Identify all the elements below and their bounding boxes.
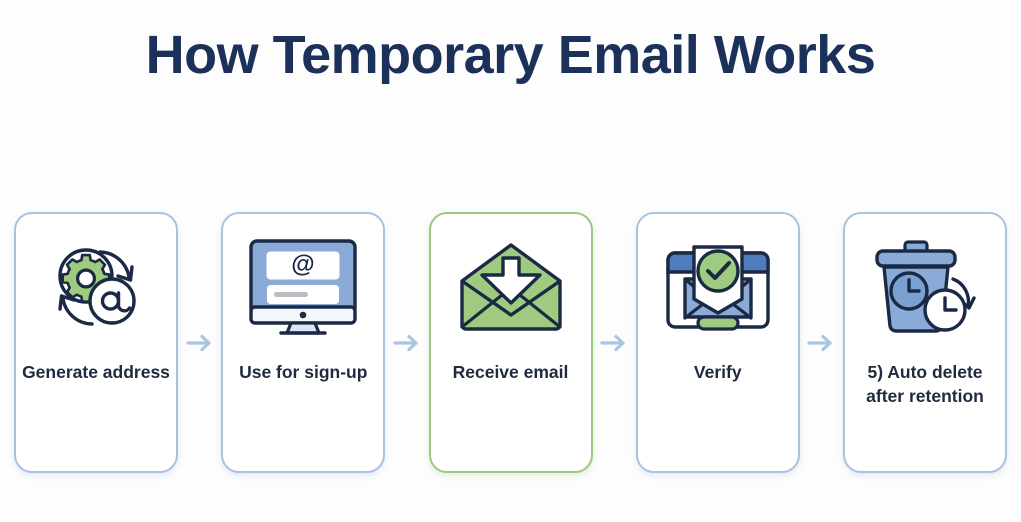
flow-connector-2 xyxy=(391,212,423,473)
step-card-verify[interactable]: Verify xyxy=(635,212,800,473)
process-flow: Generate address @ xyxy=(14,212,1007,474)
step-card-label: Generate address xyxy=(22,362,170,382)
step-card-label: Use for sign-up xyxy=(239,362,368,382)
step-card-label: 5) Auto delete after retention xyxy=(866,362,984,407)
flow-connector-3 xyxy=(598,212,630,473)
svg-text:@: @ xyxy=(292,251,315,278)
step-card-generate-address[interactable]: Generate address xyxy=(14,212,178,473)
page-title: How Temporary Email Works xyxy=(145,25,876,85)
arrow-right-icon xyxy=(806,331,836,355)
arrow-right-icon xyxy=(185,331,215,355)
step-card-label: Receive email xyxy=(452,362,569,382)
flow-connector-1 xyxy=(184,212,216,473)
step-card-use-for-signup[interactable]: @ Use for sign-up xyxy=(221,212,386,473)
trash-clock-icon xyxy=(845,214,1005,354)
gear-at-refresh-icon xyxy=(16,214,176,354)
step-card-receive-email[interactable]: Receive email xyxy=(428,212,593,473)
open-envelope-download-icon xyxy=(431,214,591,354)
arrow-right-icon xyxy=(392,331,422,355)
arrow-right-icon xyxy=(599,331,629,355)
step-card-auto-delete[interactable]: 5) Auto delete after retention xyxy=(843,212,1007,473)
step-card-label: Verify xyxy=(693,362,742,382)
browser-envelope-check-icon xyxy=(638,214,798,354)
monitor-signup-form-icon: @ xyxy=(223,214,383,354)
flow-connector-4 xyxy=(805,212,837,473)
